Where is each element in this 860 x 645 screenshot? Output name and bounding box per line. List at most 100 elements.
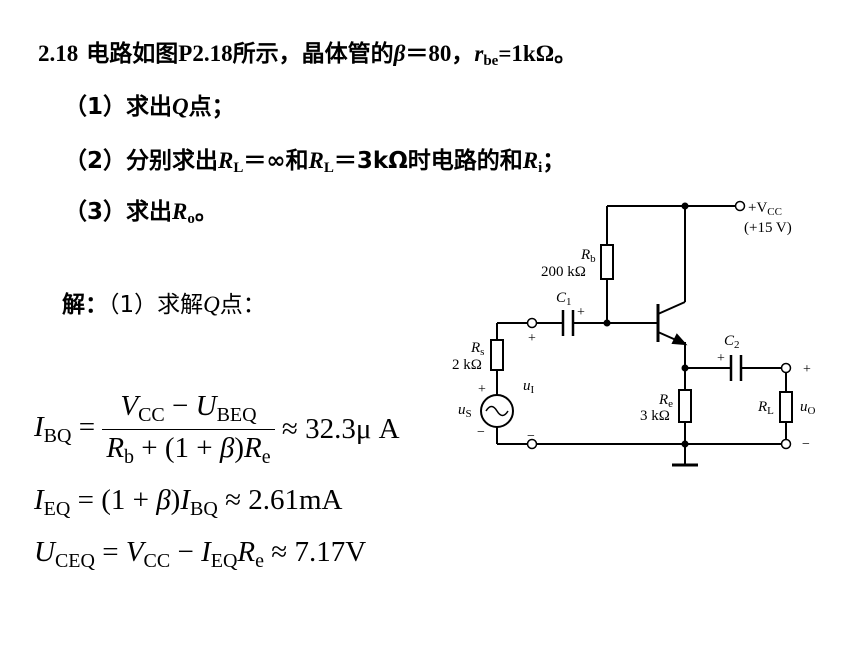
question-1: （1）求出Q点；: [64, 87, 235, 121]
q3-prefix: （3）求出: [64, 199, 173, 225]
q2-ri-var: R: [522, 148, 539, 173]
eq3-i-sub: EQ: [210, 550, 238, 572]
eq1-rb: R: [106, 432, 125, 464]
circuit-wires: [496, 205, 787, 465]
us-plus: +: [478, 382, 486, 397]
solution-part1-suffix: 点：: [219, 292, 266, 318]
q1-suffix: 点；: [188, 94, 235, 120]
us-wave-icon: [485, 405, 509, 417]
eq2-beta: β: [156, 484, 171, 516]
solution-heading: 解：（1）求解Q点：: [62, 285, 266, 319]
transistor-symbol: [656, 301, 688, 346]
eq1-re-sub: e: [261, 446, 271, 468]
eq2-mid: = (1 +: [70, 484, 157, 516]
svg-text:C2: C2: [724, 333, 740, 351]
q2-prefix: （2）分别求出: [64, 148, 219, 174]
rs-label: R: [470, 340, 480, 356]
svg-text:C1: C1: [556, 290, 572, 308]
q1-prefix: （1）求出: [64, 94, 173, 120]
us-label: u: [458, 402, 466, 418]
eq2-i-sub: BQ: [190, 498, 218, 520]
question-2: （2）分别求出RL＝∞和RL＝3kΩ时电路的和Ri；: [64, 141, 565, 177]
uo-minus: −: [802, 437, 810, 452]
beta-symbol: β: [393, 41, 406, 66]
equation-ibq: IBQ = VCC − UBEQ Rb + (1 + β)Re ≈ 32.3μ …: [34, 390, 400, 469]
rb-resistor: [600, 244, 614, 280]
rs-value: 2 kΩ: [452, 357, 482, 373]
q2-ri-sub: i: [538, 160, 543, 176]
eq1-numerator: VCC − UBEQ: [102, 390, 275, 430]
eq3-eq: =: [94, 536, 126, 568]
problem-statement: 2.18 电路如图P2.18所示，晶体管的β＝80，rbe=1kΩ。: [38, 34, 577, 70]
svg-text:+VCC: +VCC: [748, 200, 782, 218]
svg-text:RL: RL: [757, 399, 774, 417]
c1-sub: 1: [566, 296, 572, 308]
eq2-i: I: [180, 484, 191, 516]
svg-text:uO: uO: [800, 399, 816, 417]
c1-label: C: [556, 290, 567, 306]
c2-sub: 2: [734, 339, 740, 351]
eq1-minus: −: [164, 390, 196, 422]
uo-plus: +: [803, 362, 811, 377]
rl-label: R: [757, 399, 767, 415]
eq1-den-mid: + (1 +: [134, 432, 220, 464]
ui-minus: −: [527, 429, 535, 444]
equation-uceq: UCEQ = VCC − IEQRe ≈ 7.17V: [34, 536, 366, 573]
svg-text:uI: uI: [523, 378, 535, 396]
eq1-result: ≈ 32.3μ A: [281, 413, 400, 445]
eq3-lhs-sub: CEQ: [54, 550, 95, 572]
rs-resistor: [490, 339, 504, 371]
eq1-rb-sub: b: [124, 446, 135, 468]
q3-suffix: 。: [194, 199, 218, 225]
figure-ref: P2.18: [178, 41, 233, 66]
rl-sub: L: [767, 405, 774, 417]
ui-plus: +: [528, 331, 536, 346]
circuit-nodes: [603, 202, 689, 448]
svg-text:Re: Re: [658, 392, 673, 410]
uo-label: u: [800, 399, 808, 415]
question-3: （3）求出Ro。: [64, 192, 218, 228]
eq1-vcc-sub: CC: [138, 404, 165, 426]
eq1-ubeq-sub: BEQ: [216, 404, 257, 426]
q2-rl2-var: R: [308, 148, 324, 173]
rl-resistor: [779, 391, 793, 423]
eq1-fraction: VCC − UBEQ Rb + (1 + β)Re: [102, 390, 275, 469]
eq1-lhs: I: [34, 411, 44, 443]
q3-sub: o: [187, 211, 195, 227]
eq1-lhs-sub: BQ: [43, 425, 72, 447]
rbe-sub: be: [483, 53, 499, 69]
solution-part1-prefix: （1）求解: [108, 292, 204, 318]
solution-part1-var: Q: [203, 292, 220, 317]
beta-value: ＝80，: [405, 41, 475, 66]
eq1-vcc: V: [120, 390, 139, 422]
q2-suffix: ；: [542, 148, 566, 174]
re-sub: e: [668, 398, 673, 410]
svg-text:Rs: Rs: [470, 340, 484, 358]
us-minus: −: [477, 425, 485, 440]
eq3-r: R: [237, 536, 256, 568]
eq2-lhs-sub: EQ: [43, 498, 71, 520]
eq3-v-sub: CC: [143, 550, 171, 572]
eq1-denominator: Rb + (1 + β)Re: [102, 430, 274, 469]
rs-sub: s: [480, 346, 484, 358]
svg-text:Rb: Rb: [580, 247, 596, 265]
c2-label: C: [724, 333, 735, 349]
equation-ieq: IEQ = (1 + β)IBQ ≈ 2.61mA: [34, 484, 342, 521]
q2-rl-var: R: [218, 148, 234, 173]
uo-sub: O: [808, 405, 816, 417]
rb-value: 200 kΩ: [541, 264, 586, 280]
q3-var: R: [172, 199, 188, 224]
statement-a: 电路如图: [86, 41, 179, 67]
eq3-lhs: U: [34, 536, 55, 568]
q2-cond2: ＝3kΩ时电路的和: [333, 148, 523, 174]
eq2-result: ≈ 2.61mA: [217, 484, 343, 516]
re-value: 3 kΩ: [640, 408, 670, 424]
eq1-re: R: [244, 432, 262, 464]
q2-rl2-sub: L: [323, 160, 334, 176]
eq2-lhs: I: [34, 484, 44, 516]
q2-cond1: ＝∞和: [243, 148, 309, 174]
eq3-i: I: [201, 536, 211, 568]
statement-b: 所示，晶体管的: [232, 41, 394, 67]
re-resistor: [678, 389, 692, 423]
